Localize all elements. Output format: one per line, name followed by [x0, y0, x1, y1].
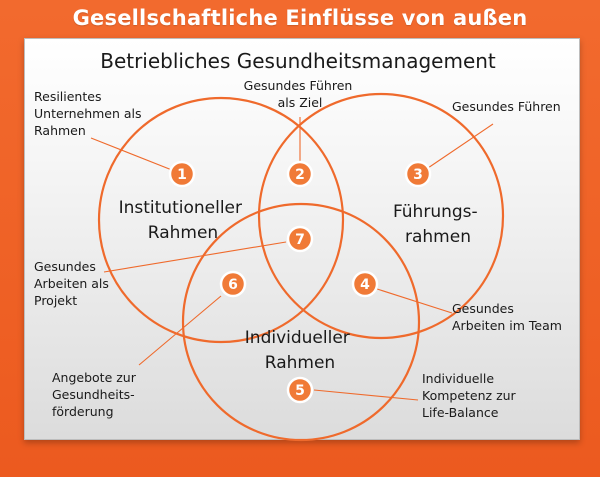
- badge-6: 6: [219, 270, 247, 298]
- svg-text:3: 3: [413, 167, 423, 183]
- callout-1: Resilientes Unternehmen als Rahmen: [34, 89, 146, 138]
- badge-7: 7: [286, 225, 314, 253]
- badge-4: 4: [351, 270, 379, 298]
- region-institutional-label: Institutioneller Rahmen: [119, 198, 248, 243]
- leader-line-5: [313, 389, 419, 401]
- inner-title: Betriebliches Gesundheitsmanagement: [100, 49, 496, 73]
- leader-line-7: [103, 241, 287, 273]
- svg-text:6: 6: [228, 277, 238, 293]
- svg-text:5: 5: [295, 383, 305, 399]
- circle-leadership: [257, 92, 505, 340]
- outer-title: Gesellschaftliche Einflüsse von außen: [72, 6, 528, 30]
- leader-line-3: [424, 123, 494, 171]
- svg-text:4: 4: [360, 277, 370, 293]
- callout-5: Individuelle Kompetenz zur Life-Balance: [422, 371, 520, 420]
- circle-institutional: [97, 96, 345, 344]
- svg-text:7: 7: [295, 232, 305, 248]
- callout-4: Gesundes Arbeiten im Team: [452, 301, 562, 333]
- leader-line-1: [90, 137, 183, 175]
- svg-text:2: 2: [295, 167, 305, 183]
- region-individual-label: Individueller Rahmen: [245, 328, 355, 373]
- region-leadership-label: Führungs- rahmen: [393, 202, 483, 247]
- circle-individual: [181, 202, 421, 442]
- callout-2: Gesundes Führen als Ziel: [244, 78, 357, 110]
- svg-text:1: 1: [177, 167, 187, 183]
- callout-7: Gesundes Arbeiten als Projekt: [34, 259, 113, 308]
- leader-line-6: [138, 295, 222, 366]
- callout-6: Angebote zur Gesundheits- förderung: [52, 370, 140, 419]
- badge-3: 3: [404, 160, 432, 188]
- badge-5: 5: [286, 376, 314, 404]
- leader-line-4: [373, 287, 453, 314]
- badge-1: 1: [168, 160, 196, 188]
- callout-3: Gesundes Führen: [452, 99, 561, 114]
- badge-2: 2: [286, 160, 314, 188]
